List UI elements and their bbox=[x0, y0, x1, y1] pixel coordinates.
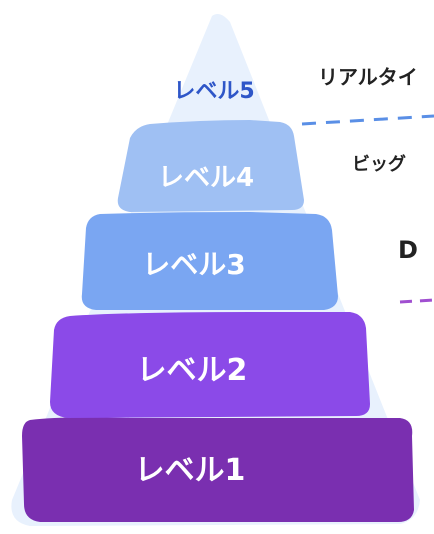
level-3-label: レベル3 bbox=[142, 248, 245, 281]
level-3-side-label: D bbox=[398, 236, 418, 264]
level-4-divider-line bbox=[301, 114, 434, 126]
pyramid-level-4: レベル4 bbox=[117, 120, 304, 212]
pyramid-level-1: レベル1 bbox=[22, 417, 414, 522]
level-2-band bbox=[50, 312, 370, 418]
level-1-label: レベル1 bbox=[135, 453, 246, 488]
level-4-band bbox=[117, 120, 304, 212]
level-2-divider-line bbox=[399, 298, 434, 304]
level-5-label: レベル5 bbox=[173, 79, 254, 104]
pyramid-level-2: レベル2 bbox=[50, 312, 370, 418]
level-3-band bbox=[81, 212, 339, 310]
level-2-label: レベル2 bbox=[137, 353, 248, 388]
pyramid-level-3: レベル3 bbox=[81, 212, 339, 310]
level-4-side-label: ビッグ bbox=[352, 153, 406, 175]
level-1-band bbox=[22, 417, 414, 522]
pyramid-level-5: レベル5 bbox=[173, 79, 254, 104]
level-4-label: レベル4 bbox=[158, 163, 254, 193]
level-5-side-label: リアルタイ bbox=[318, 65, 418, 89]
